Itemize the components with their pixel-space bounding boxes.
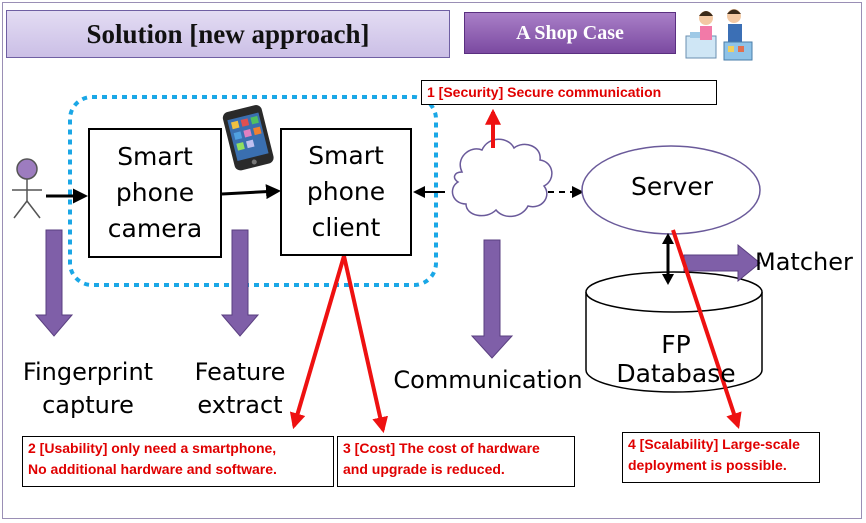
link-client-arrowhead xyxy=(413,186,425,198)
smartphone-group-boundary xyxy=(68,95,438,287)
fp-database-label: FP Database xyxy=(616,330,736,388)
smartphone-client-block: Smart phone client xyxy=(280,128,412,256)
smartphone-icon xyxy=(222,105,274,171)
note-security: 1 [Security] Secure communication xyxy=(421,80,717,105)
server-label: Server xyxy=(631,172,713,201)
link-server-arrowhead xyxy=(572,186,584,198)
red-arrow-usability xyxy=(289,255,346,430)
arrow-to-capture xyxy=(34,229,74,337)
shop-clerk-illustration xyxy=(685,9,753,61)
note-usability: 2 [Usability] only need a smartphone, No… xyxy=(22,436,334,487)
note-scalability: 4 [Scalability] Large-scale deployment i… xyxy=(622,432,820,483)
arrow-to-communication xyxy=(470,239,514,359)
server-node xyxy=(581,145,761,235)
arrow-to-extract xyxy=(220,229,260,337)
cloud-network xyxy=(451,138,553,218)
arrowhead-up xyxy=(662,233,674,244)
red-arrow-scalability xyxy=(671,229,742,430)
matcher-label: Matcher xyxy=(755,248,853,276)
client-block-label: Smart phone client xyxy=(306,141,386,242)
slide-title: Solution [new approach] xyxy=(6,10,450,58)
purple-arrows xyxy=(34,229,761,359)
arrowhead-down xyxy=(662,274,674,285)
camera-block-label: Smart phone camera xyxy=(107,142,203,243)
red-arrow-cost xyxy=(342,255,389,434)
note-cost: 3 [Cost] The cost of hardware and upgrad… xyxy=(337,436,575,487)
feature-extract-label: Feature extract xyxy=(194,358,286,419)
shop-case-banner: A Shop Case xyxy=(464,12,676,54)
user-icon xyxy=(12,158,42,219)
arrow-to-matcher xyxy=(683,243,761,283)
fingerprint-capture-label: Fingerprint capture xyxy=(22,358,154,419)
red-arrows xyxy=(289,108,742,434)
smartphone-camera-block: Smart phone camera xyxy=(88,128,222,258)
arrow-camera-to-client xyxy=(221,184,281,200)
communication-label: Communication xyxy=(393,366,583,394)
